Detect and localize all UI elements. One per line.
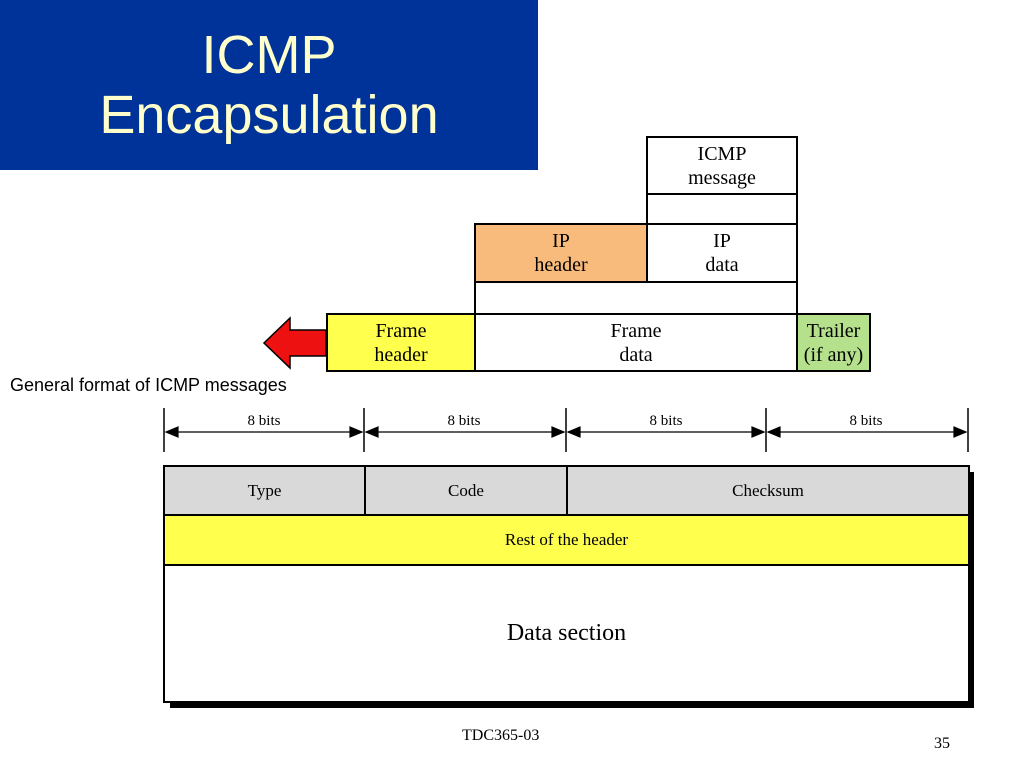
table-shadow-bottom [170, 702, 974, 708]
rest-of-header-field: Rest of the header [163, 514, 970, 566]
frame-header-box: Frame header [326, 313, 476, 372]
format-caption: General format of ICMP messages [10, 375, 287, 395]
arrow-left-icon [262, 316, 327, 370]
trailer-box: Trailer (if any) [796, 313, 871, 372]
data-section-field: Data section [163, 564, 970, 703]
bit-arrows [164, 426, 968, 438]
bits-label-4: 8 bits [849, 413, 883, 429]
bits-label-3: 8 bits [649, 413, 683, 429]
bits-label-2: 8 bits [447, 413, 481, 429]
title-line-1: ICMP [201, 25, 337, 85]
bit-ticks [163, 408, 969, 452]
title-box: ICMP Encapsulation [0, 0, 538, 170]
ip-packet-gap [474, 281, 798, 315]
bits-label-1: 8 bits [247, 413, 281, 429]
footer-page-number: 35 [934, 735, 950, 752]
type-field: Type [163, 465, 366, 516]
table-shadow-right [968, 472, 974, 706]
checksum-field: Checksum [566, 465, 970, 516]
frame-data-box: Frame data [474, 313, 798, 372]
code-field: Code [364, 465, 568, 516]
title-line-2: Encapsulation [99, 85, 439, 145]
footer-course: TDC365-03 [462, 727, 540, 744]
